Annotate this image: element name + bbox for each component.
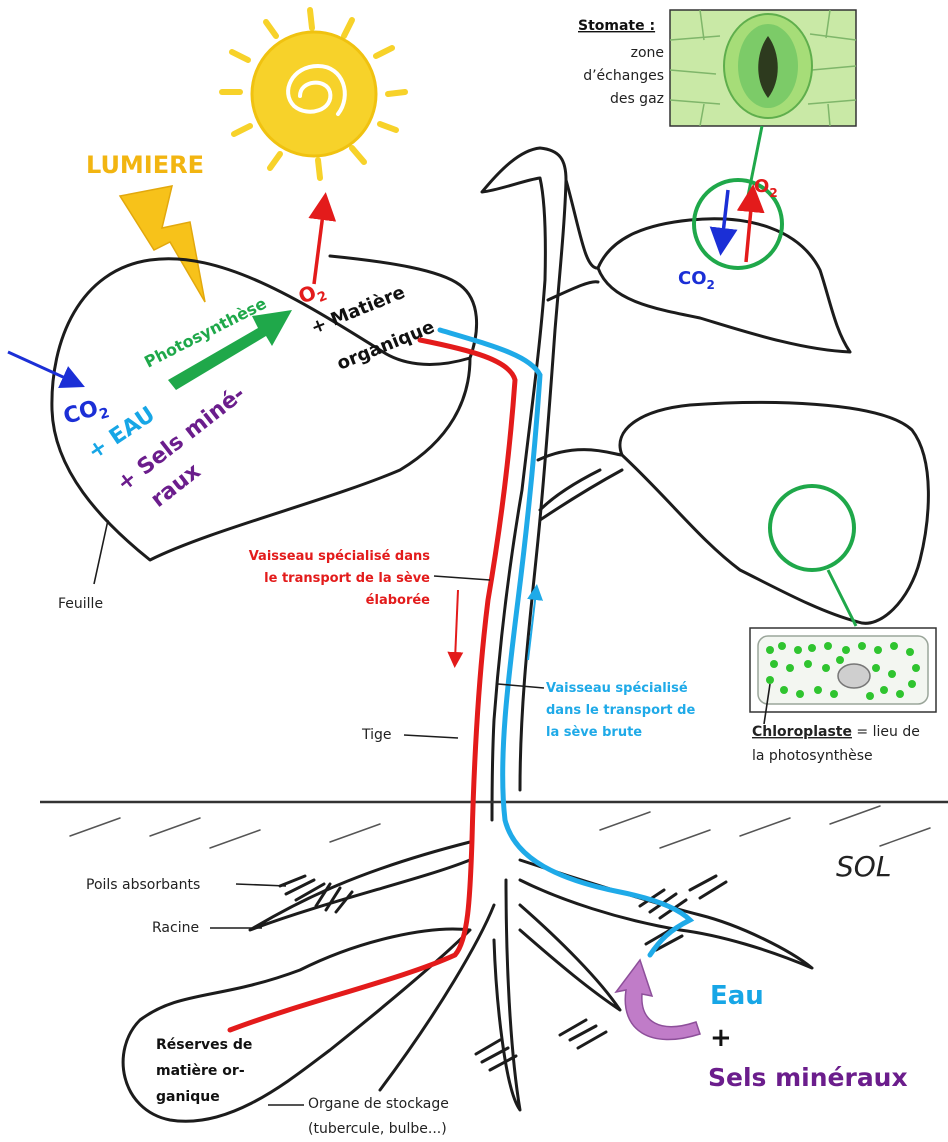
stomate-line3: des gaz xyxy=(610,91,664,107)
plus-root-label: + xyxy=(710,1023,732,1053)
soil-hatching xyxy=(70,806,930,848)
brute-label-1: Vaisseau spécialisé xyxy=(546,681,688,696)
stomate-inset xyxy=(670,10,856,126)
lightning-icon xyxy=(120,186,205,302)
seve-brute-vessel xyxy=(440,330,690,955)
racine-label: Racine xyxy=(152,920,199,936)
o2-out-arrow xyxy=(314,206,324,284)
elaboree-label-3: élaborée xyxy=(366,593,431,608)
chloroplaste-label: Chloroplaste = lieu de xyxy=(752,724,920,740)
matiere-label-2: organique xyxy=(334,317,438,375)
o2-stomate-label: O2 xyxy=(754,176,778,200)
elaboree-label-2: le transport de la sève xyxy=(264,571,430,586)
chloroplast-cell-inset xyxy=(750,628,936,712)
stomate-line2: d’échanges xyxy=(583,68,664,84)
seve-elaboree-vessel xyxy=(230,340,515,1030)
sol-label: SOL xyxy=(836,850,891,883)
sun-icon xyxy=(222,10,405,178)
stomate-line1: zone xyxy=(631,45,664,61)
reserves-label-3: ganique xyxy=(156,1089,220,1105)
reserves-label-1: Réserves de xyxy=(156,1037,252,1053)
feuille-label: Feuille xyxy=(58,596,103,612)
organe-label-1: Organe de stockage xyxy=(308,1096,449,1112)
co2-stomate-label: CO2 xyxy=(678,268,715,292)
o2-stomate-arrow xyxy=(746,198,752,262)
chloroplast-zoom-ring xyxy=(770,486,854,570)
stomate-title: Stomate : xyxy=(578,18,655,34)
eau-root-label: Eau xyxy=(710,981,764,1011)
chloroplaste-label-2: la photosynthèse xyxy=(752,748,873,764)
co2-stomate-arrow xyxy=(722,190,728,242)
reserves-label-2: matière or- xyxy=(156,1063,245,1079)
co2-in-arrow xyxy=(8,352,74,382)
seve-elaboree-down-arrow xyxy=(455,590,458,660)
co2-leaf-label: CO2 xyxy=(61,393,112,432)
sels-root-label: Sels minéraux xyxy=(708,1063,908,1092)
o2-leaf-label: O2 xyxy=(295,277,330,313)
brute-label-3: la sève brute xyxy=(546,725,642,740)
organe-label-2: (tubercule, bulbe...) xyxy=(308,1121,447,1137)
absorption-arrow xyxy=(616,960,700,1040)
poils-label: Poils absorbants xyxy=(86,877,200,893)
brute-label-2: dans le transport de xyxy=(546,703,695,718)
lumiere-label: LUMIERE xyxy=(86,151,204,179)
tige-label: Tige xyxy=(361,727,392,743)
stem-outline xyxy=(482,148,566,820)
elaboree-label-1: Vaisseau spécialisé dans xyxy=(249,549,431,564)
